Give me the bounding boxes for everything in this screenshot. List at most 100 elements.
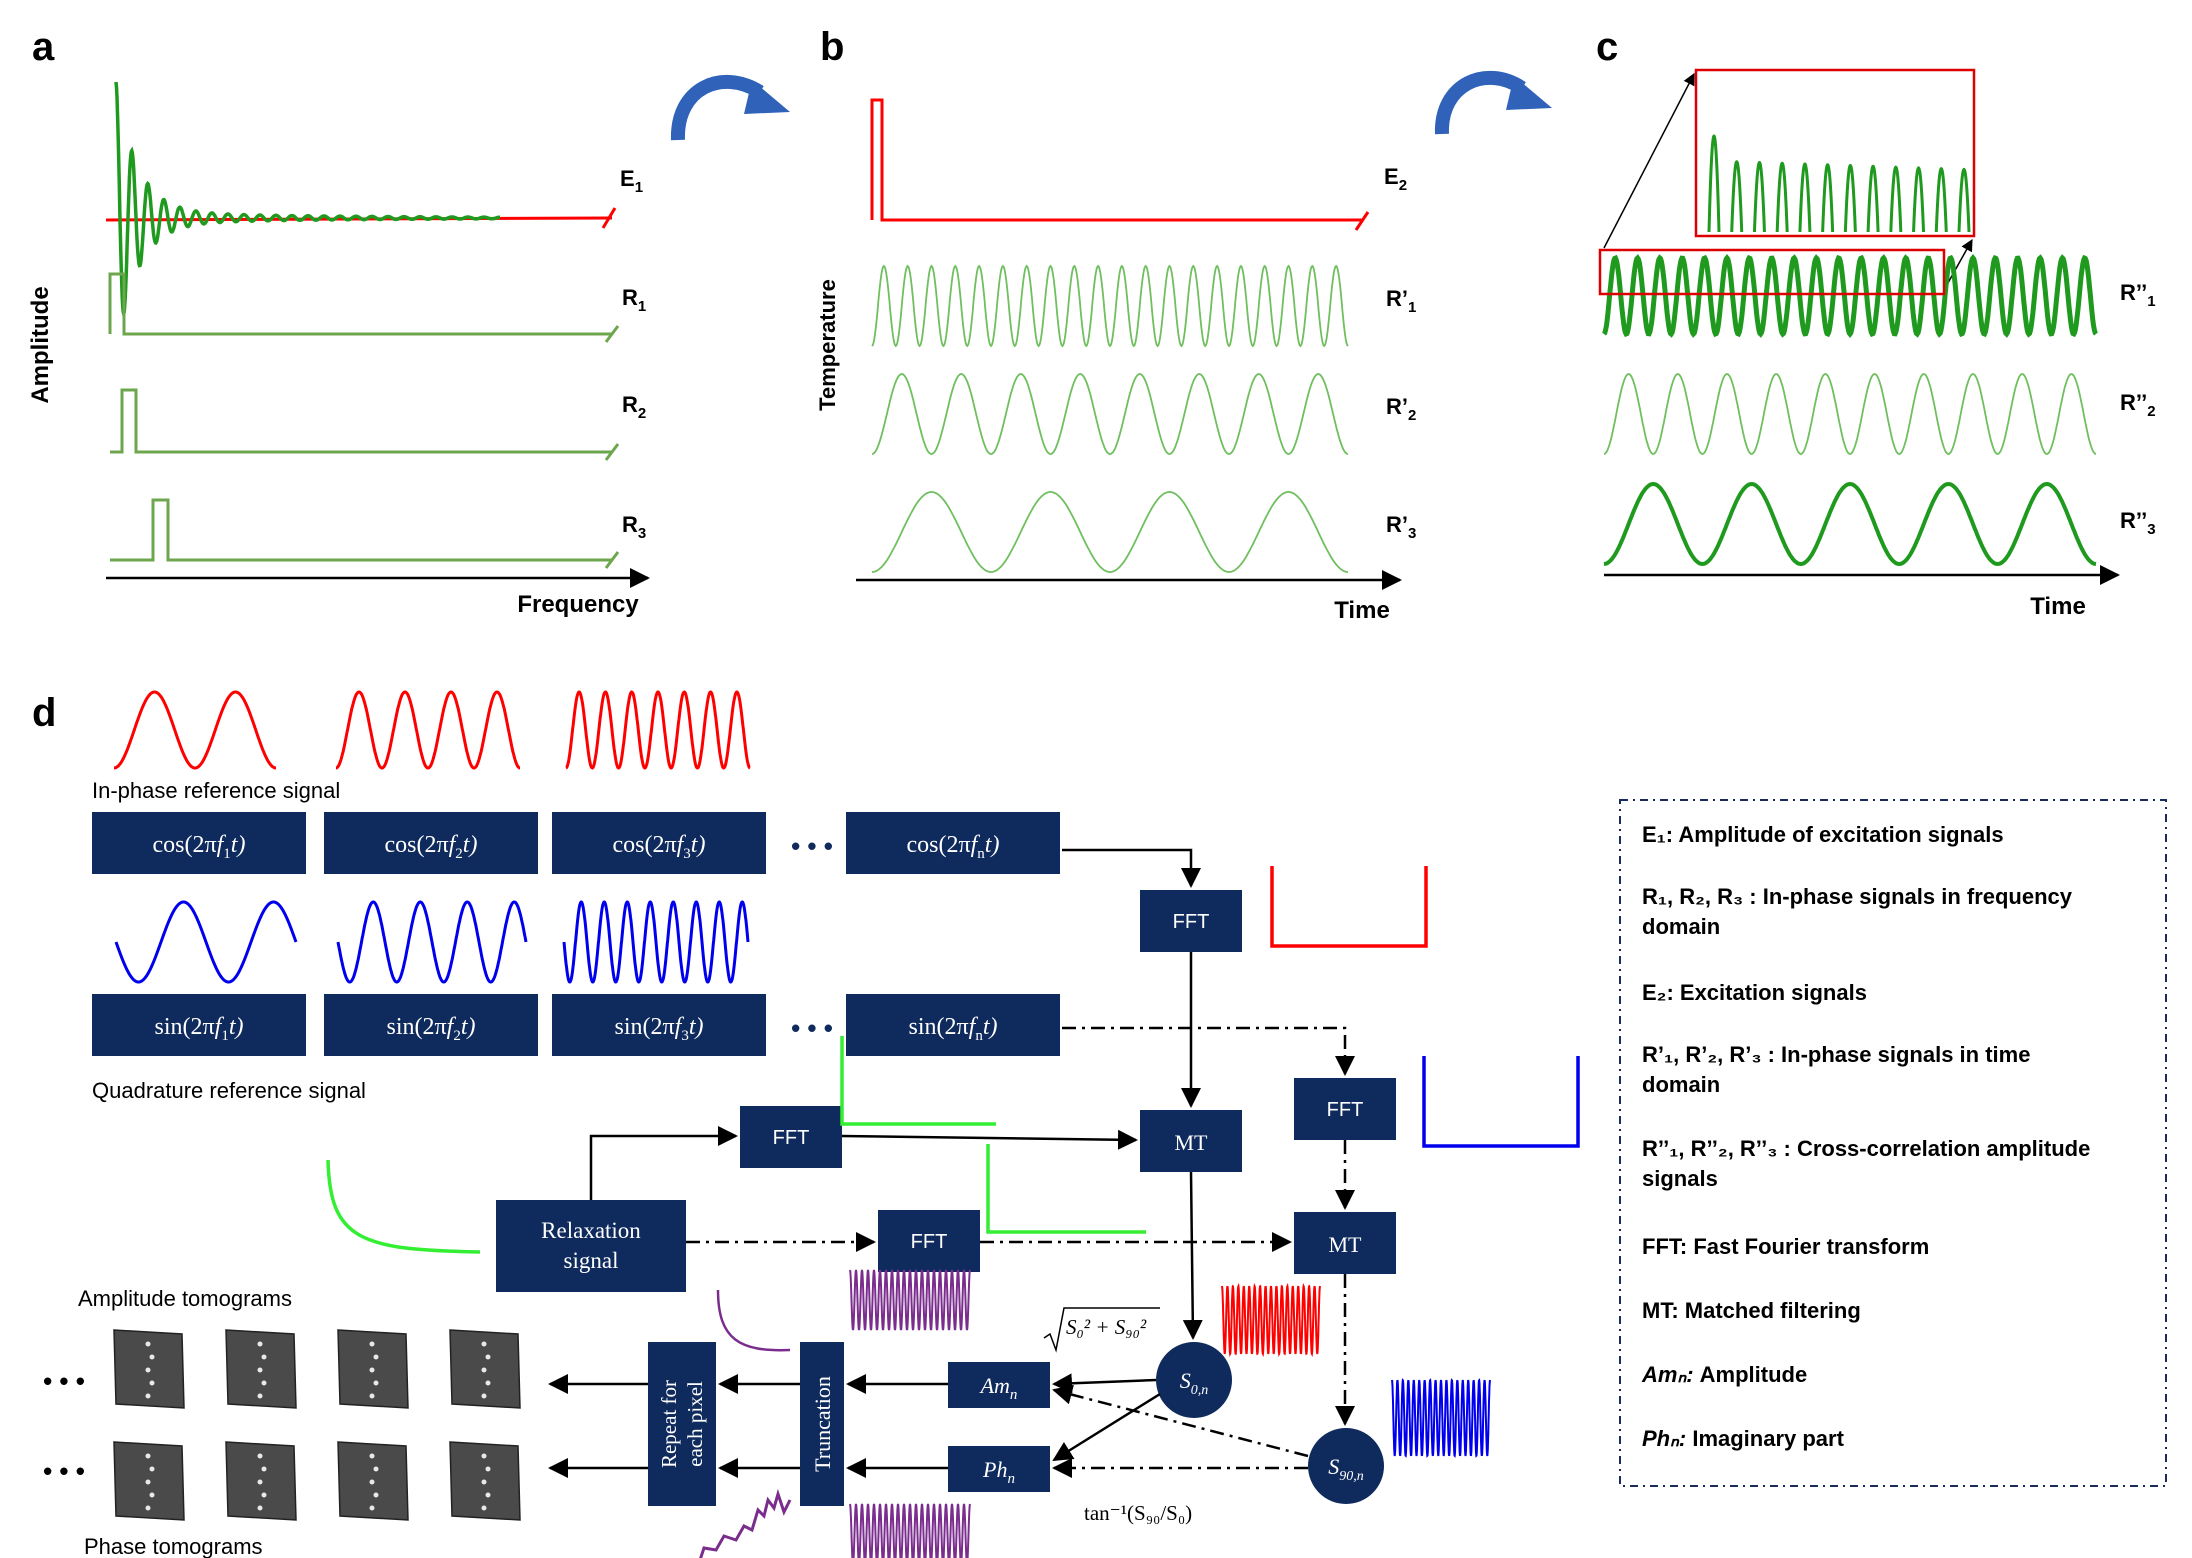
legend-term: MT:: [1642, 1298, 1685, 1323]
sin-ellipsis: • • •: [791, 1013, 833, 1043]
arrow-sin-to-fft: [1062, 1026, 1355, 1076]
arrow-s0n-to-ph: [1052, 1392, 1161, 1462]
legend-item: E₁: Amplitude of excitation signals: [1642, 822, 2004, 847]
rprime3-wave: [872, 491, 1348, 573]
purple-decay-sketch: [716, 1289, 791, 1352]
tomogram-image: [113, 1441, 185, 1521]
legend-term: E₁:: [1642, 822, 1678, 847]
label-rdouble2: R’’2: [2120, 390, 2156, 420]
legend-term: R’₁, R’₂, R’₃ :: [1642, 1042, 1781, 1067]
legend-item: MT: Matched filtering: [1642, 1298, 1861, 1323]
tomogram-image: [449, 1329, 521, 1409]
sin-f1-box: [92, 994, 306, 1056]
panel-b-letter: b: [820, 25, 844, 69]
curved-arrowhead-a-to-b: [744, 80, 790, 114]
am-n-box: [948, 1362, 1050, 1408]
repeat-line2: each pixel: [683, 1381, 707, 1467]
sin-f2-text: sin(2πf2t): [387, 1014, 476, 1044]
label-rdouble1: R’’1: [2120, 280, 2156, 310]
cos-ellipsis: • • •: [791, 831, 833, 861]
blue-spectrum-sketch: [1422, 1056, 1580, 1148]
quadrature-label: Quadrature reference signal: [92, 1078, 366, 1103]
cos-f3-box: [552, 812, 766, 874]
legend-desc-continued: domain: [1642, 1072, 1720, 1097]
fft-box-relax-bottom: [878, 1210, 980, 1272]
am-n-text: Amn: [979, 1373, 1018, 1403]
zoom-line-left: [1603, 72, 1695, 249]
rprime2-wave: [871, 373, 1349, 455]
atan-formula: tan⁻¹(S₉₀/S₀): [1084, 1501, 1192, 1525]
quad-wave-f3: [562, 900, 750, 984]
legend-desc-continued: domain: [1642, 914, 1720, 939]
zoom-inset-spikes: [1707, 134, 1971, 233]
amplitude-tomograms-label: Amplitude tomograms: [78, 1286, 292, 1311]
panel-d-letter: d: [32, 691, 56, 735]
quad-wave-f2: [336, 900, 528, 984]
amp-tomo-ellipsis: • • •: [43, 1366, 85, 1396]
relaxation-signal-box: [496, 1200, 686, 1292]
legend-desc: Amplitude of excitation signals: [1678, 822, 2003, 847]
curved-arrow-a-to-b: [670, 74, 764, 141]
legend-desc: Fast Fourier transform: [1693, 1234, 1929, 1259]
e1-damped-oscillation: [114, 81, 500, 320]
label-e1: E1: [620, 166, 643, 196]
mt-box-inphase: [1140, 1110, 1242, 1172]
arrow-fft-to-mt-inphase: [841, 1129, 1138, 1150]
truncation-text: Truncation: [810, 1376, 835, 1472]
red-spectrum-sketch: [1270, 866, 1428, 948]
r1-pulse: [108, 272, 612, 336]
arrow-relax-to-fft-top: [589, 1126, 738, 1200]
fft-box-sin: [1294, 1078, 1396, 1140]
tomogram-image: [337, 1441, 409, 1521]
label-rdouble3: R’’3: [2120, 508, 2156, 538]
r2-break-tick: [604, 443, 620, 461]
fft-box-relax-top: [740, 1106, 842, 1168]
panel-b-xlabel: Time: [1334, 597, 1390, 624]
repeat-line1: Repeat for: [657, 1380, 681, 1468]
e2-pulse: [870, 98, 1362, 222]
legend-desc: In-phase signals in time: [1781, 1042, 2030, 1067]
sin-fn-box: [846, 994, 1060, 1056]
legend-term: Amₙ:: [1641, 1362, 1700, 1387]
cos-f3-text: cos(2πf3t): [613, 832, 706, 862]
r3-pulse: [110, 498, 612, 562]
tomogram-image: [449, 1441, 521, 1521]
legend-item: FFT: Fast Fourier transform: [1642, 1234, 1929, 1259]
panel-b-ylabel: Temperature: [815, 279, 840, 411]
r1-break-tick: [604, 325, 620, 343]
mt-box-quad: [1294, 1212, 1396, 1274]
curved-arrow-b-to-c: [1434, 71, 1526, 135]
zoom-source-box: [1598, 248, 1946, 296]
legend-item: R₁, R₂, R₃ : In-phase signals in frequen…: [1642, 884, 2073, 909]
relaxation-decay-sketch: [326, 1159, 481, 1254]
fft-relax-top-text: FFT: [773, 1127, 810, 1149]
legend-desc: In-phase signals in frequency: [1763, 884, 2073, 909]
legend-desc: Cross-correlation amplitude: [1797, 1136, 2090, 1161]
s90n-text: S90,n: [1328, 1454, 1364, 1484]
mt-quad-text: MT: [1329, 1232, 1363, 1257]
green-spectrum-sketch-1: [840, 1036, 996, 1126]
label-rprime1: R’1: [1386, 286, 1416, 316]
label-e2: E2: [1384, 164, 1407, 194]
curved-arrowhead-b-to-c: [1506, 76, 1552, 110]
rdouble3-wave: [1603, 481, 2097, 567]
label-r3: R3: [622, 512, 646, 542]
repeat-box: [648, 1342, 716, 1506]
phase-tomo-ellipsis: • • •: [43, 1456, 85, 1486]
label-r1: R1: [622, 285, 646, 315]
cos-f1-text: cos(2πf1t): [153, 832, 246, 862]
ph-n-text: Phn: [982, 1457, 1015, 1487]
legend-item: Amₙ: Amplitude: [1641, 1362, 1807, 1387]
rdouble2-wave: [1603, 373, 2097, 455]
panel-a-letter: a: [32, 25, 55, 69]
sin-f1-text: sin(2πf1t): [155, 1014, 244, 1044]
legend-item: R’₁, R’₂, R’₃ : In-phase signals in time: [1642, 1042, 2030, 1067]
e1-break-tick: [601, 207, 617, 229]
tomogram-image: [337, 1329, 409, 1409]
legend-desc: Excitation signals: [1680, 980, 1867, 1005]
panel-a-ylabel: Amplitude: [27, 286, 54, 403]
fft-sin-text: FFT: [1327, 1099, 1364, 1121]
fft-cos-text: FFT: [1173, 911, 1210, 933]
legend-desc: Imaginary part: [1692, 1426, 1844, 1451]
